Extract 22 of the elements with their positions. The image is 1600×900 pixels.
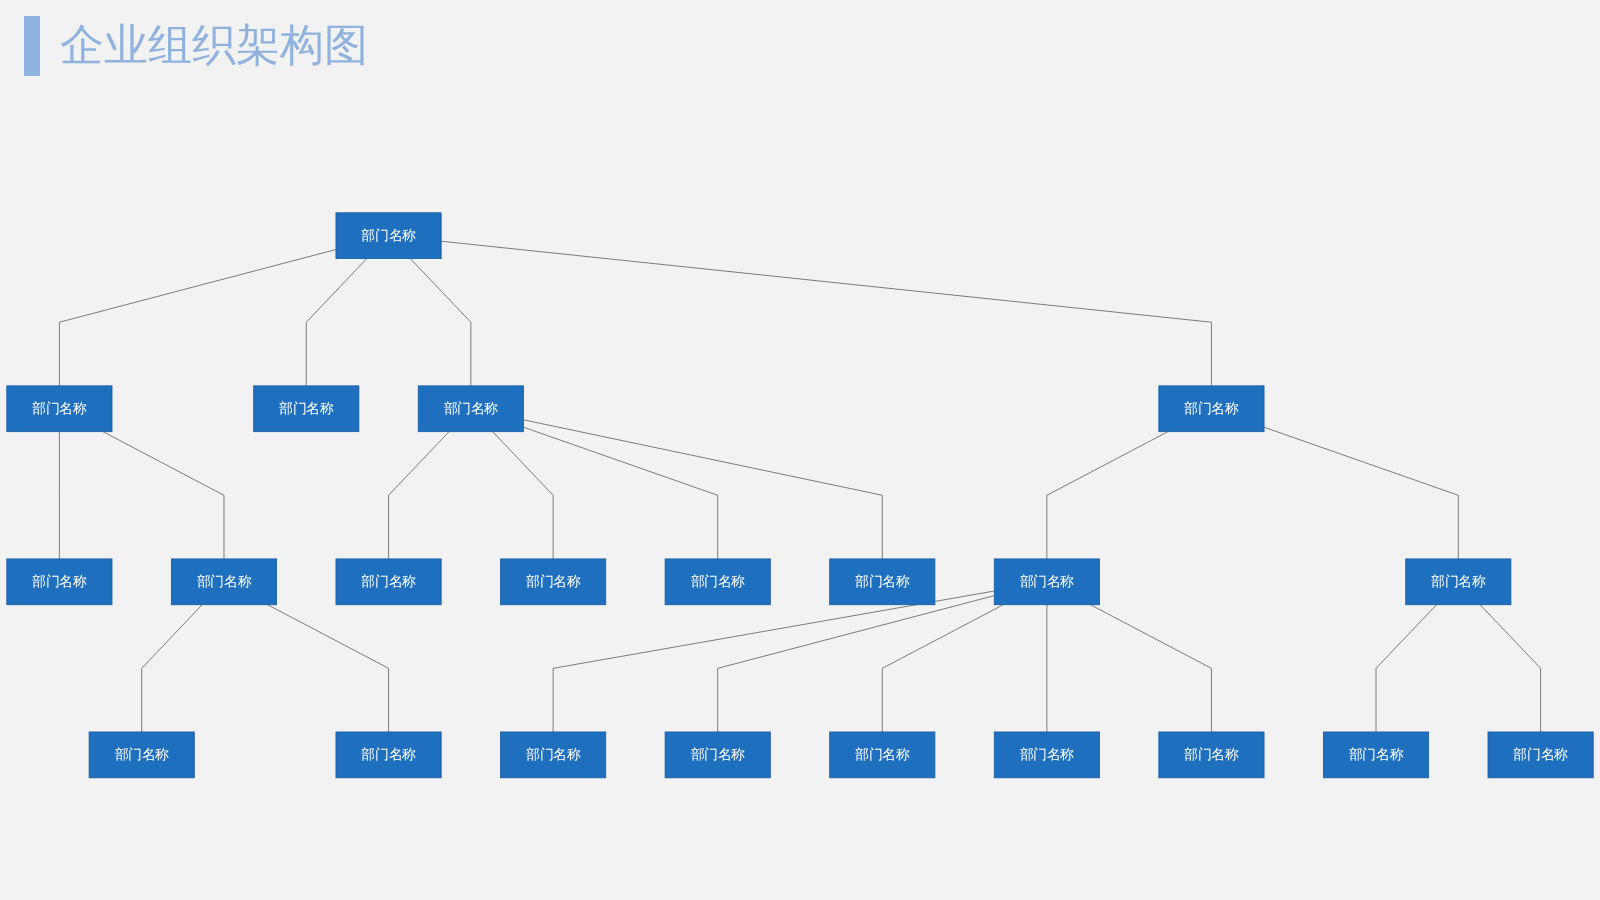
- connector: [523, 419, 883, 560]
- connector: [1090, 604, 1212, 733]
- connector: [388, 430, 450, 560]
- connector: [492, 430, 554, 560]
- connector: [440, 240, 1212, 386]
- connector: [59, 248, 337, 386]
- connector: [1375, 604, 1437, 733]
- connector: [1263, 426, 1459, 560]
- connector: [552, 590, 995, 733]
- connector: [1046, 430, 1169, 560]
- connector: [102, 430, 225, 560]
- connector: [1479, 604, 1541, 733]
- connector: [59, 430, 60, 560]
- connector: [141, 604, 203, 733]
- connector: [305, 257, 368, 386]
- connector: [1046, 604, 1048, 733]
- connector: [717, 594, 995, 733]
- diagram-title: 企业组织架构图: [24, 16, 368, 76]
- connector: [523, 426, 719, 560]
- connector: [881, 604, 1004, 733]
- connector: [409, 257, 472, 386]
- connector: [267, 604, 389, 733]
